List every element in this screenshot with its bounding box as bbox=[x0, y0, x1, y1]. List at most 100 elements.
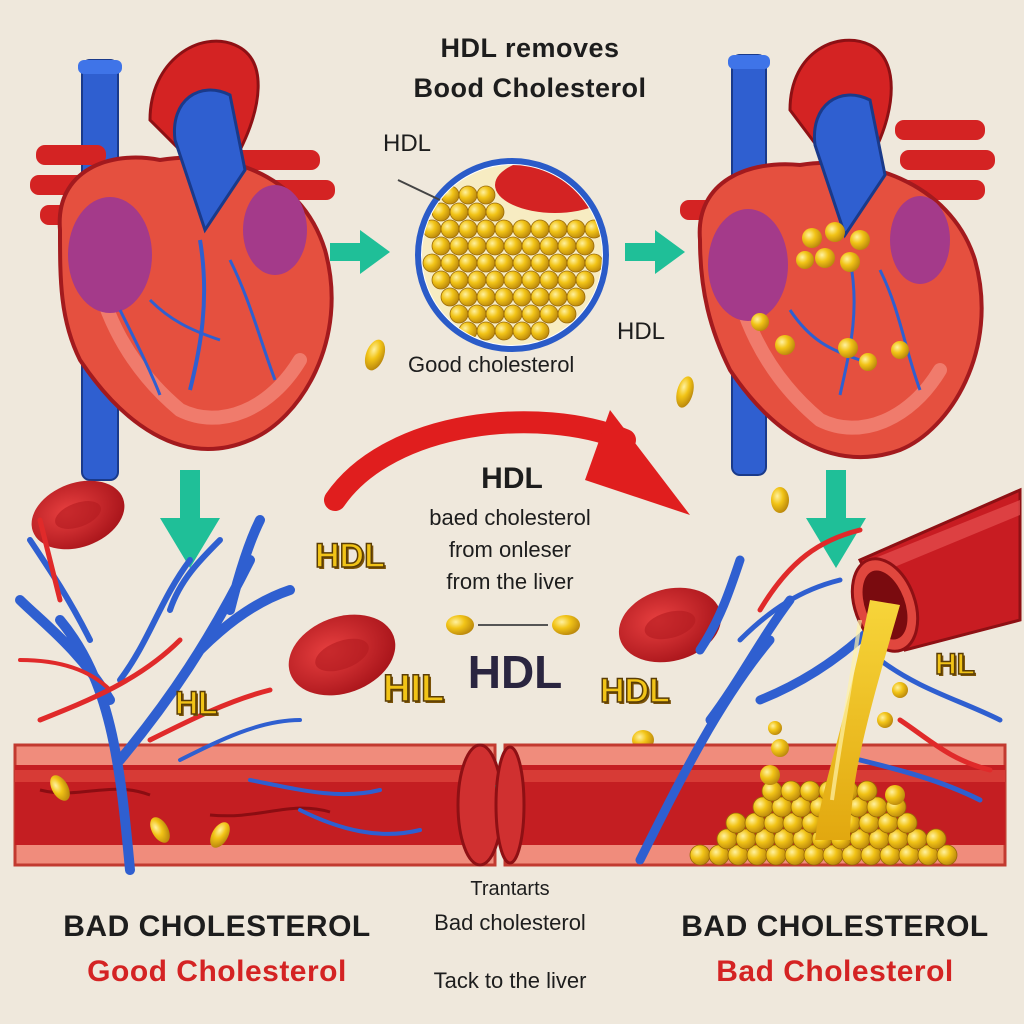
cholesterol-ball bbox=[521, 236, 541, 256]
red-curved-arrow bbox=[324, 410, 690, 515]
arrow-down-right bbox=[806, 470, 866, 568]
center-line-2: from onleser bbox=[448, 537, 572, 562]
arrow-down-left bbox=[160, 470, 220, 568]
bottom-right-line-2: Bad Cholesterol bbox=[716, 955, 954, 988]
cholesterol-ball bbox=[780, 780, 802, 802]
cholesterol-ball bbox=[458, 219, 478, 239]
yellow-tag-hl-1: HL bbox=[174, 684, 218, 722]
cholesterol-ball bbox=[725, 812, 747, 834]
cholesterol-ball bbox=[503, 236, 523, 256]
cholesterol-ball bbox=[548, 287, 568, 307]
cholesterol-ball bbox=[548, 219, 568, 239]
cholesterol-ball bbox=[494, 219, 514, 239]
cholesterol-ball bbox=[476, 185, 496, 205]
cholesterol-ball bbox=[539, 304, 559, 324]
cholesterol-ball bbox=[422, 253, 442, 273]
cholesterol-ball bbox=[936, 844, 958, 866]
left-capillaries bbox=[15, 515, 422, 875]
cholesterol-ball bbox=[512, 287, 532, 307]
cholesterol-ball bbox=[539, 270, 559, 290]
right-heart bbox=[680, 38, 995, 476]
cholesterol-ball bbox=[530, 321, 550, 341]
cholesterol-ball bbox=[557, 304, 577, 324]
cholesterol-ball bbox=[503, 304, 523, 324]
yellow-tag-hil: HIL bbox=[382, 667, 445, 711]
cholesterol-ball bbox=[512, 321, 532, 341]
cholesterol-ball bbox=[440, 287, 460, 307]
bottom-right-line-1: BAD CHOLESTEROL bbox=[681, 910, 989, 943]
title-line-1: HDL removes bbox=[440, 33, 620, 63]
cholesterol-ball bbox=[584, 253, 602, 273]
cholesterol-ball bbox=[521, 304, 541, 324]
cholesterol-ball bbox=[494, 287, 514, 307]
cholesterol-ball bbox=[476, 219, 496, 239]
bottom-center-line-1: Trantarts bbox=[470, 878, 550, 900]
center-line-3: from the liver bbox=[446, 569, 574, 594]
cholesterol-ball bbox=[431, 270, 451, 290]
cholesterol-ball bbox=[530, 287, 550, 307]
bottom-left-line-1: BAD CHOLESTEROL bbox=[63, 910, 371, 943]
cholesterol-ball bbox=[485, 236, 505, 256]
cholesterol-ball bbox=[557, 270, 577, 290]
yellow-tag-hdl-2: HDL bbox=[599, 671, 670, 711]
cholesterol-ball bbox=[458, 253, 478, 273]
cholesterol-ball bbox=[485, 304, 505, 324]
cholesterol-ball bbox=[467, 236, 487, 256]
right-vessel bbox=[494, 743, 1007, 867]
cholesterol-ball bbox=[503, 270, 523, 290]
cholesterol-ball bbox=[566, 219, 586, 239]
cholesterol-ball bbox=[458, 185, 478, 205]
cholesterol-ball bbox=[458, 287, 478, 307]
center-hdl-large: HDL bbox=[467, 646, 563, 698]
left-vessel bbox=[13, 743, 504, 867]
cholesterol-ball bbox=[431, 236, 451, 256]
cholesterol-ball bbox=[494, 253, 514, 273]
cholesterol-ball bbox=[449, 236, 469, 256]
cholesterol-ball bbox=[575, 270, 595, 290]
cholesterol-ball bbox=[467, 304, 487, 324]
cholesterol-ball bbox=[856, 780, 878, 802]
cholesterol-ball bbox=[467, 202, 487, 222]
cholesterol-ball bbox=[476, 287, 496, 307]
cholesterol-ball bbox=[557, 236, 577, 256]
cholesterol-ball bbox=[467, 270, 487, 290]
cholesterol-ball bbox=[539, 236, 559, 256]
cholesterol-ball bbox=[485, 270, 505, 290]
cholesterol-ball bbox=[566, 287, 586, 307]
bottom-center-line-3: Tack to the liver bbox=[433, 968, 587, 993]
cholesterol-ball bbox=[530, 219, 550, 239]
cholesterol-ball bbox=[512, 253, 532, 273]
yellow-tag-hl-2: HL bbox=[934, 647, 976, 682]
cholesterol-ball bbox=[449, 270, 469, 290]
cholesterol-ball bbox=[575, 236, 595, 256]
bottom-left-line-2: Good Cholesterol bbox=[87, 955, 347, 988]
cholesterol-ball bbox=[494, 321, 514, 341]
cholesterol-ball bbox=[548, 253, 568, 273]
cholesterol-ball bbox=[521, 270, 541, 290]
cholesterol-ball bbox=[925, 828, 947, 850]
cholesterol-ball bbox=[689, 844, 711, 866]
cholesterol-ball bbox=[449, 202, 469, 222]
right-hdl-label: HDL bbox=[617, 318, 666, 345]
cholesterol-ball bbox=[440, 219, 460, 239]
left-heart bbox=[30, 39, 335, 481]
bottom-center-line-2: Bad cholesterol bbox=[434, 910, 586, 935]
arrow-left-to-circle bbox=[330, 230, 390, 274]
hdl-circle bbox=[415, 158, 609, 352]
good-cholesterol-caption: Good cholesterol bbox=[408, 352, 575, 377]
cholesterol-ball bbox=[799, 780, 821, 802]
center-heading: HDL bbox=[481, 462, 543, 495]
cholesterol-ball bbox=[485, 202, 505, 222]
hdl-pointer-label: HDL bbox=[383, 130, 432, 157]
cholesterol-ball bbox=[476, 321, 496, 341]
right-capillaries bbox=[635, 527, 1003, 865]
title-line-2: Bood Cholesterol bbox=[413, 73, 647, 103]
cholesterol-ball bbox=[449, 304, 469, 324]
cholesterol-ball bbox=[440, 253, 460, 273]
cholesterol-ball bbox=[512, 219, 532, 239]
pouring-pipe bbox=[815, 487, 1022, 840]
cholesterol-ball bbox=[476, 253, 496, 273]
center-line-1: baed cholesterol bbox=[429, 505, 591, 530]
cholesterol-ball bbox=[530, 253, 550, 273]
